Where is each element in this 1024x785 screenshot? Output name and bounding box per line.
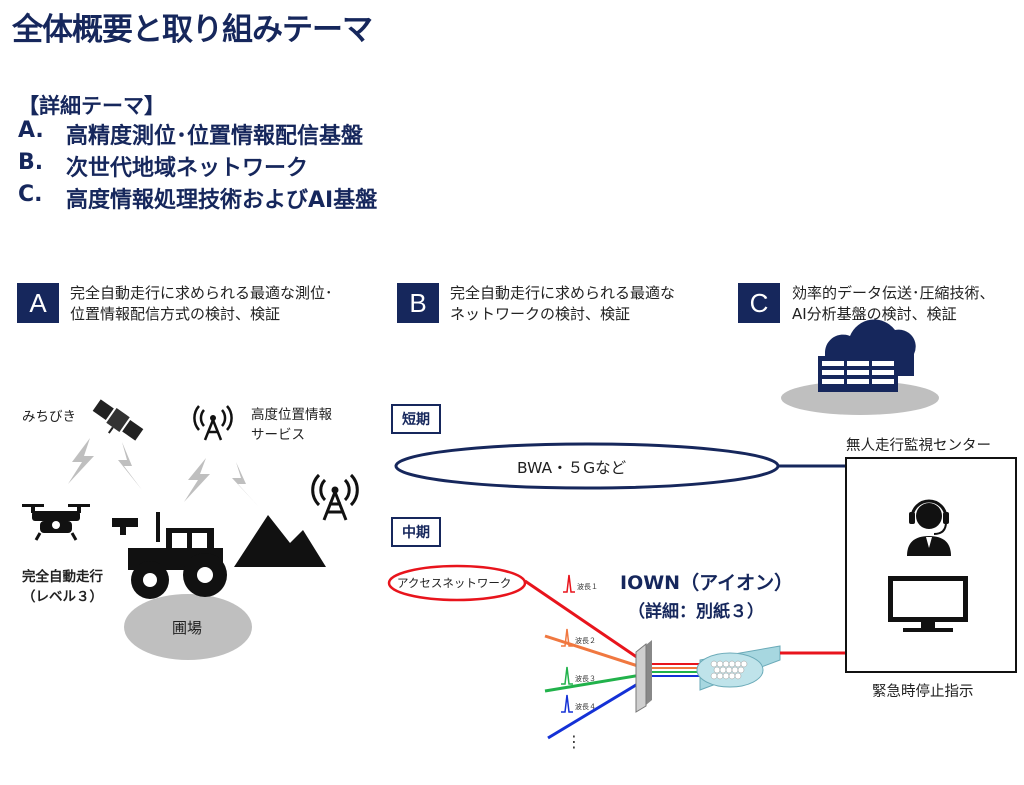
emergency-stop-caption: 緊急時停止指示: [872, 684, 974, 700]
box-b-badge: B: [397, 283, 439, 323]
monitor-icon: [888, 576, 968, 632]
wavelength-line-4: [547, 680, 642, 740]
box-c-line2: AI分析基盤の検討、検証: [792, 305, 957, 323]
box-c-line1: 効率的データ伝送･圧縮技術、: [792, 284, 995, 302]
topic-b-text: 次世代地域ネットワーク: [66, 156, 309, 181]
short-term-tag: 短期: [391, 404, 441, 434]
location-service-line1: 高度位置情報: [251, 407, 332, 423]
autonomous-driving-label: 完全自動走行 （レベル３）: [22, 567, 103, 607]
bwa-label: BWA・５Gなど: [517, 459, 627, 477]
iown-label: IOWN（アイオン）: [620, 572, 794, 594]
autonomous-driving-line1: 完全自動走行: [22, 569, 103, 585]
topic-c-letter: C.: [18, 182, 43, 207]
field-label: 圃場: [172, 619, 203, 637]
location-service-line2: サービス: [251, 427, 305, 443]
wavelength-line-1: [524, 579, 642, 662]
topics-heading: 【詳細テーマ】: [18, 94, 165, 118]
box-c-badge: C: [738, 283, 780, 323]
iown-detail-label: （詳細：別紙３）: [628, 602, 764, 622]
wavelength-label-4: 波長４: [575, 703, 596, 711]
cloud-server-icon: [781, 319, 939, 415]
location-service-label: 高度位置情報 サービス: [251, 405, 332, 445]
monitoring-center-box: [845, 457, 1017, 673]
box-a-description: 完全自動走行に求められる最適な測位･ 位置情報配信方式の検討、検証: [70, 283, 333, 325]
box-c-description: 効率的データ伝送･圧縮技術、 AI分析基盤の検討、検証: [792, 283, 995, 325]
satellite-icon: [92, 399, 144, 441]
wavelength-line-3: [544, 673, 642, 693]
wavelength-label-2: 波長２: [575, 637, 596, 645]
box-a-line1: 完全自動走行に求められる最適な測位･: [70, 284, 333, 302]
topic-c: C. 高度情報処理技術およびAI基盤: [18, 182, 377, 214]
antenna-tower-icon: [311, 473, 359, 521]
wavelength-label-1: 波長１: [577, 583, 598, 591]
mountain-icon: [234, 515, 326, 567]
signal-bolt-icon: [68, 438, 258, 506]
box-a-badge: A: [17, 283, 59, 323]
access-network-label: アクセスネットワーク: [397, 576, 512, 590]
box-b-description: 完全自動走行に求められる最適な ネットワークの検討、検証: [450, 283, 675, 325]
mid-term-tag: 中期: [391, 517, 441, 547]
page-title: 全体概要と取り組みテーマ: [12, 12, 373, 48]
more-wavelengths-ellipsis: ⋮: [566, 732, 582, 751]
wavelength-line-2: [544, 634, 642, 669]
topic-a: A. 高精度測位･位置情報配信基盤: [18, 118, 363, 150]
box-b-line1: 完全自動走行に求められる最適な: [450, 284, 676, 302]
pulse-icon: [561, 628, 573, 647]
access-network-ellipse: [387, 564, 527, 602]
topic-b-letter: B.: [18, 150, 44, 175]
box-a-line2: 位置情報配信方式の検討、検証: [70, 305, 281, 323]
tractor-icon: [112, 512, 227, 599]
pulse-icon: [563, 574, 575, 593]
field-ellipse: [124, 594, 252, 660]
topic-a-letter: A.: [18, 118, 44, 143]
michibiki-label: みちびき: [22, 409, 76, 425]
box-b-line2: ネットワークの検討、検証: [450, 305, 631, 323]
wavelength-label-3: 波長３: [575, 675, 596, 683]
pulse-icon: [561, 694, 573, 713]
autonomous-driving-line2: （レベル３）: [22, 589, 103, 605]
pulse-icon: [561, 666, 573, 685]
topic-c-text: 高度情報処理技術およびAI基盤: [66, 188, 378, 213]
drone-icon: [22, 504, 90, 541]
monitoring-center-title: 無人走行監視センター: [846, 438, 991, 454]
antenna-tower-icon: [193, 405, 233, 441]
topic-a-text: 高精度測位･位置情報配信基盤: [66, 124, 364, 149]
topic-b: B. 次世代地域ネットワーク: [18, 150, 308, 182]
operator-icon: [907, 499, 951, 556]
